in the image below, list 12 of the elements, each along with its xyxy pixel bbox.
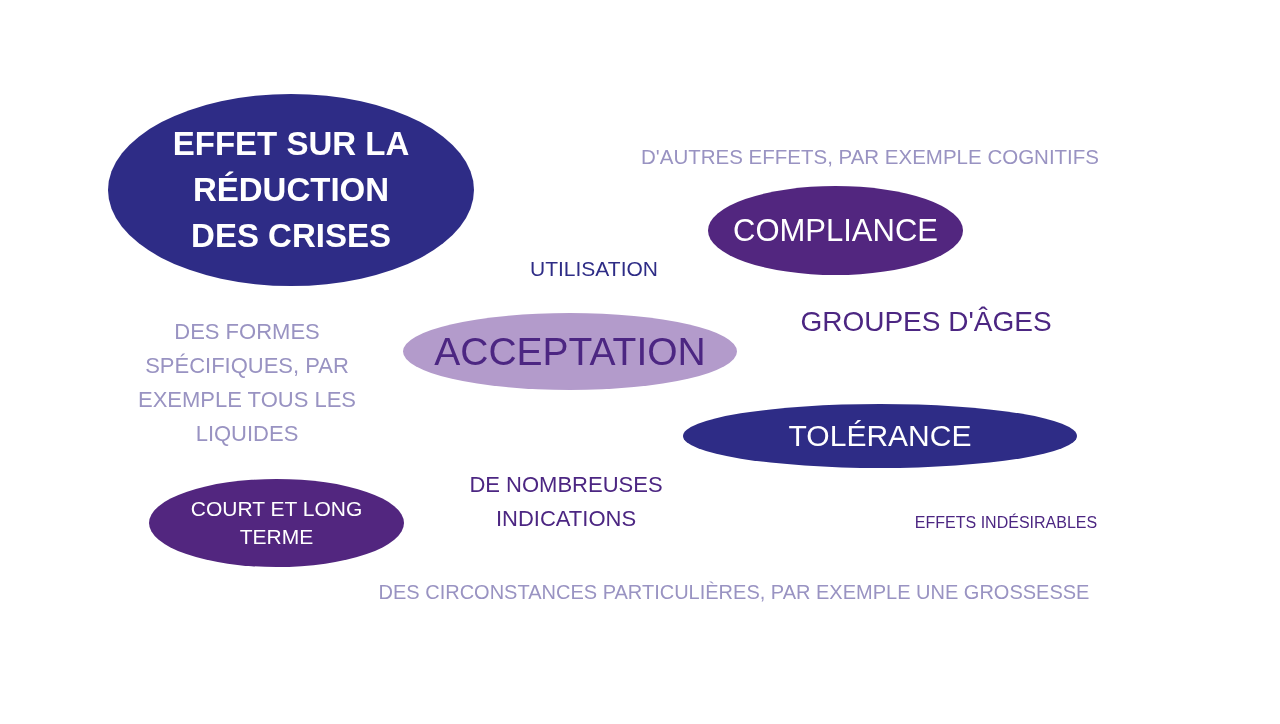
keyword-text: DES CIRCONSTANCES PARTICULIÈRES, PAR EXEMPLE UNE GROSSESSE (378, 580, 1090, 605)
keyword-text: DES FORMES SPÉCIFIQUES, PAR EXEMPLE TOUS LES LIQUIDES (136, 318, 358, 448)
keyword-text: GROUPES D'ÂGES (800, 305, 1052, 339)
keyword-text: D'AUTRES EFFETS, PAR EXEMPLE COGNITIFS (641, 144, 1099, 170)
keyword-text: EFFETS INDÉSIRABLES (914, 513, 1098, 533)
ellipse-label: COURT ET LONG TERME (189, 496, 364, 550)
keyword-text: DE NOMBREUSES INDICATIONS (468, 471, 664, 533)
ellipse-label: COMPLIANCE (733, 212, 938, 249)
ellipse-label: EFFET SUR LA RÉDUCTION DES CRISES (171, 124, 411, 256)
ellipse-label: TOLÉRANCE (788, 418, 972, 454)
keyword-text: UTILISATION (530, 256, 658, 282)
ellipse-label: ACCEPTATION (434, 328, 706, 375)
